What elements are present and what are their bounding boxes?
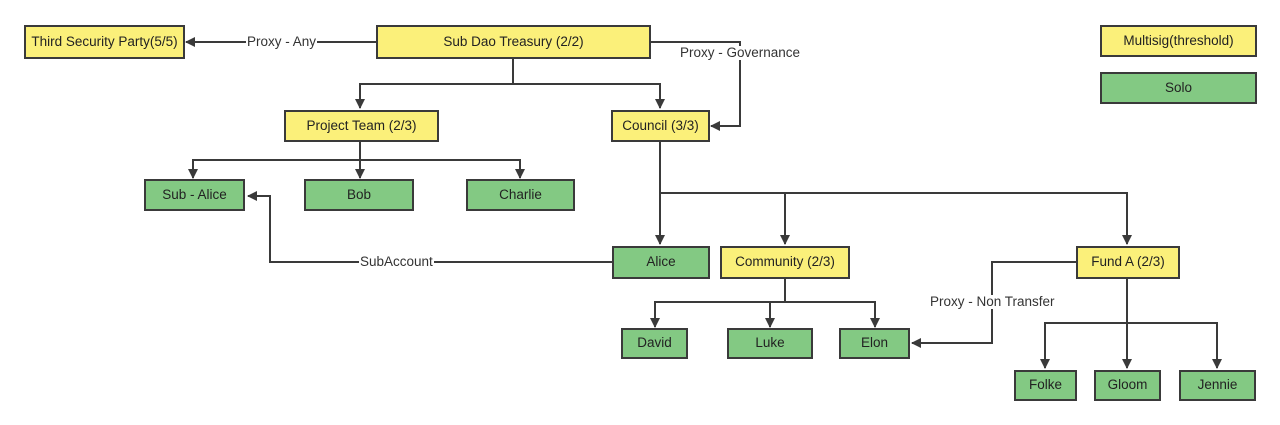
- node-jennie: Jennie: [1179, 370, 1256, 401]
- node-charlie: Charlie: [466, 179, 575, 211]
- edge-project-split: [188, 142, 361, 179]
- node-david: David: [621, 328, 688, 359]
- node-sub-alice: Sub - Alice: [144, 179, 245, 211]
- edge-council-community: [660, 192, 790, 245]
- edge-label-subaccount: SubAccount: [359, 254, 434, 269]
- edge-project-charlie: [360, 159, 525, 179]
- edge-label-proxy-governance: Proxy - Governance: [679, 45, 802, 60]
- legend-solo: Solo: [1100, 72, 1257, 104]
- edge-treasury-council: [513, 83, 665, 109]
- node-elon: Elon: [839, 328, 910, 359]
- edge-label-proxy-any: Proxy - Any: [246, 34, 318, 49]
- edge-council-fund: [785, 192, 1132, 245]
- edge-subaccount: [247, 191, 612, 263]
- node-gloom: Gloom: [1094, 370, 1161, 401]
- edge-treasury-split: [359, 58, 514, 108]
- node-community: Community (2/3): [720, 246, 850, 279]
- edge-proxy-governance: [650, 41, 741, 131]
- edge-community-elon: [785, 301, 880, 328]
- node-project-team: Project Team (2/3): [284, 110, 439, 142]
- edge-label-proxy-non-transfer: Proxy - Non Transfer: [929, 294, 1056, 309]
- node-fund-a: Fund A (2/3): [1076, 246, 1180, 279]
- node-bob: Bob: [304, 179, 414, 211]
- node-alice: Alice: [612, 246, 710, 279]
- legend-multisig: Multisig(threshold): [1100, 25, 1257, 57]
- edge-community-split: [650, 279, 786, 328]
- node-third-security-party: Third Security Party(5/5): [24, 25, 185, 59]
- node-council: Council (3/3): [611, 110, 710, 142]
- node-luke: Luke: [727, 328, 813, 359]
- edge-fund-split: [1040, 279, 1128, 369]
- node-sub-dao-treasury: Sub Dao Treasury (2/2): [376, 25, 651, 59]
- edge-fund-jennie: [1127, 322, 1222, 369]
- node-folke: Folke: [1014, 370, 1077, 401]
